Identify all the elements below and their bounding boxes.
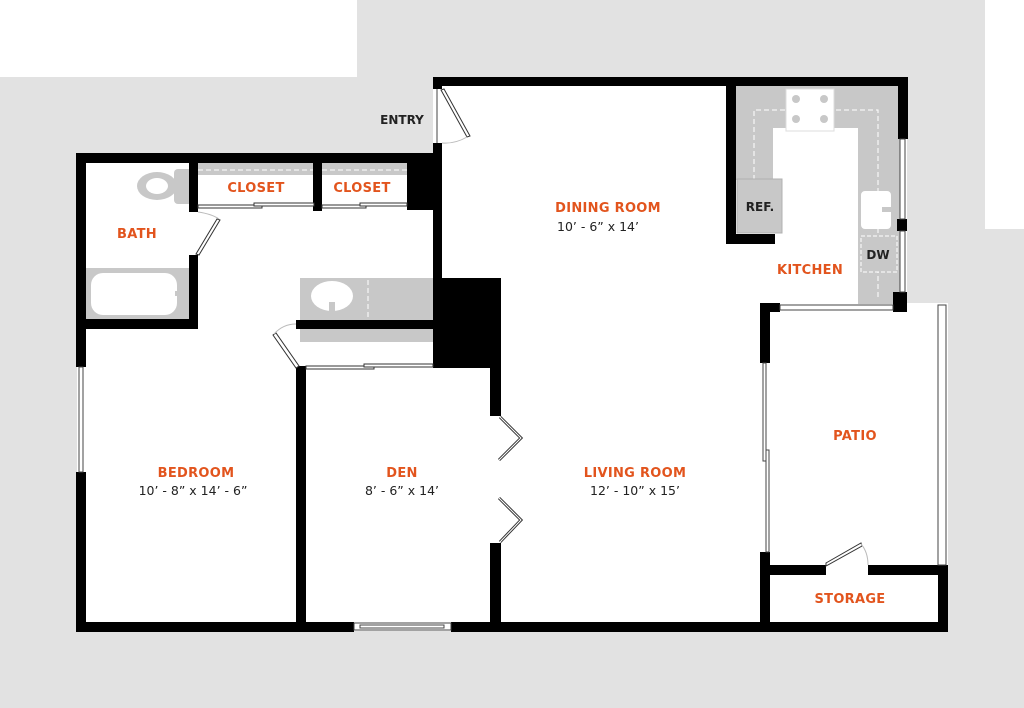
wall — [868, 565, 948, 575]
dining-room-label: DINING ROOM — [555, 201, 661, 216]
entry-door[interactable] — [440, 88, 471, 138]
wall — [76, 622, 354, 632]
den-double-door-inner — [498, 497, 522, 543]
refrigerator — [736, 178, 783, 234]
wall — [407, 153, 442, 210]
kitchen-counter — [736, 85, 900, 304]
entry-label: ENTRY — [380, 113, 424, 127]
window — [78, 366, 84, 473]
wall — [897, 219, 907, 231]
den-label: DEN — [386, 466, 417, 481]
wall — [490, 278, 501, 416]
bedroom-door-swing — [273, 323, 297, 335]
window — [899, 138, 906, 220]
wall — [893, 292, 907, 312]
toilet-seat — [146, 178, 168, 194]
window — [779, 304, 894, 311]
wall — [490, 543, 501, 632]
sink-icon — [861, 191, 891, 229]
kitchen-label: KITCHEN — [777, 263, 843, 278]
storage-door-swing — [860, 543, 869, 566]
wall — [189, 153, 198, 212]
wall — [313, 153, 322, 211]
dining-room-dimensions: 10’ - 6” x 14’ — [557, 219, 639, 234]
living-room-dimensions: 12’ - 10” x 15’ — [590, 483, 680, 498]
closet-shelf — [322, 163, 407, 175]
sink-faucet — [882, 207, 896, 212]
bedroom-dimensions: 10’ - 8” x 14’ - 6” — [139, 483, 248, 498]
window — [899, 230, 906, 293]
storage-door[interactable] — [825, 542, 863, 567]
dishwasher-label: DW — [866, 248, 889, 262]
den-dimensions: 8’ - 6” x 14’ — [365, 483, 439, 498]
wall — [760, 303, 770, 363]
floor-patio — [760, 303, 948, 631]
sink-icon — [311, 281, 353, 311]
closet-shelf — [198, 163, 314, 175]
sliding-door — [765, 449, 770, 553]
stove-burner — [820, 95, 828, 103]
wall — [296, 366, 306, 632]
stove-burner — [792, 95, 800, 103]
wall — [726, 77, 736, 244]
closet-shelves — [198, 163, 407, 175]
sliding-door — [762, 362, 767, 462]
window — [937, 304, 947, 566]
bath-fixtures — [86, 169, 433, 342]
stove-burner — [820, 115, 828, 123]
wall — [296, 320, 438, 329]
wall — [76, 153, 86, 367]
living-room-label: LIVING ROOM — [584, 466, 686, 481]
wall — [726, 234, 775, 244]
kitchen-counters — [736, 85, 900, 304]
den-closet-door[interactable] — [363, 363, 434, 368]
bedroom-label: BEDROOM — [158, 466, 235, 481]
refrigerator-label: REF. — [746, 200, 774, 214]
dishwasher — [860, 235, 898, 273]
wall — [76, 319, 198, 329]
wall — [76, 153, 442, 163]
bath-label: BATH — [117, 227, 157, 242]
windows — [78, 138, 947, 631]
closet-door[interactable] — [197, 204, 263, 209]
wall — [189, 255, 198, 328]
bathtub-drain — [175, 291, 184, 296]
den-closet-door[interactable] — [305, 365, 375, 370]
wall — [451, 622, 948, 632]
closet-label: CLOSET — [333, 181, 390, 196]
window — [359, 624, 445, 629]
closet-label: CLOSET — [227, 181, 284, 196]
den-double-door-inner — [498, 416, 522, 461]
closet-door[interactable] — [321, 204, 367, 209]
wall — [938, 565, 948, 632]
closet-door[interactable] — [253, 202, 315, 207]
toilet-tank — [174, 169, 192, 204]
floor-west — [77, 153, 437, 631]
stove-burner — [792, 115, 800, 123]
wall — [76, 472, 86, 632]
labels: ENTRY BATH CLOSET CLOSET DINING ROOM 10’… — [117, 113, 890, 607]
vanity-faucet — [329, 302, 335, 315]
wall — [760, 565, 826, 575]
wall — [433, 143, 442, 280]
bathtub-icon — [91, 273, 177, 315]
walls — [76, 77, 948, 632]
entry-door-swing — [441, 136, 468, 144]
bath-door-swing — [197, 211, 220, 220]
wall — [433, 77, 442, 89]
stove-icon — [785, 88, 835, 132]
storage-label: STORAGE — [814, 592, 885, 607]
doors — [195, 88, 869, 567]
wall — [898, 77, 908, 139]
wall — [433, 278, 501, 368]
interior-floor — [77, 77, 948, 631]
patio-label: PATIO — [833, 429, 877, 444]
wall — [760, 552, 770, 632]
bedroom-door[interactable] — [272, 332, 300, 369]
wall — [433, 77, 908, 86]
bath-door[interactable] — [195, 218, 221, 256]
closet-door[interactable] — [359, 202, 408, 207]
